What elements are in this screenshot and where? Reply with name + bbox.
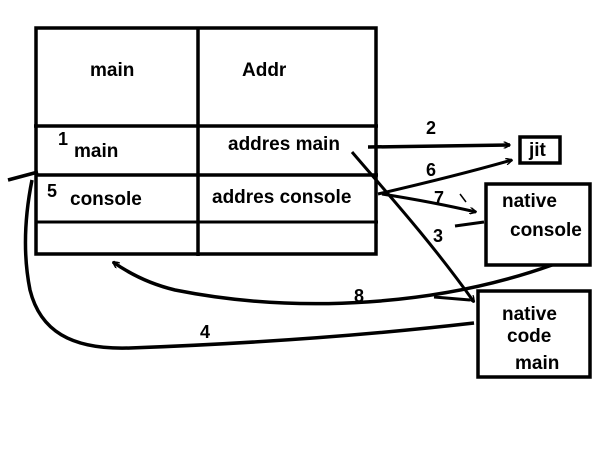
- row-console-label: console: [70, 189, 142, 210]
- row-main-label: main: [74, 141, 118, 162]
- header-addr-label: Addr: [242, 60, 287, 81]
- arrow-8-stub: [433, 295, 471, 302]
- row-addres-main-label: addres main: [228, 134, 340, 155]
- arrow-label-7: 7: [434, 188, 444, 208]
- native-console-line-1: native: [502, 191, 557, 212]
- native-code-main-box-outline: [476, 289, 592, 379]
- jit-label: jit: [528, 140, 547, 161]
- arrow-4-head: [7, 170, 39, 182]
- row-number-1: 1: [58, 129, 68, 149]
- native-code-main-line-1: native: [502, 304, 557, 325]
- arrow-3-stub: [454, 220, 485, 228]
- arrow-label-2: 2: [426, 118, 436, 138]
- native-code-main-line-2: code: [507, 326, 551, 347]
- arrow-label-4: 4: [200, 322, 210, 342]
- native-code-main-box: native code main: [476, 289, 592, 379]
- arrow-7-tick: [459, 193, 467, 203]
- arrow-6-to-jit: [377, 160, 512, 196]
- arrow-label-8: 8: [354, 286, 364, 306]
- arrow-4-loop: [23, 179, 475, 350]
- native-console-line-2: console: [510, 220, 582, 241]
- arrow-label-6: 6: [426, 160, 436, 180]
- native-console-box-outline: [484, 182, 592, 267]
- arrow-8-to-table: [113, 260, 553, 306]
- arrow-2-to-jit: [367, 145, 510, 149]
- arrow-label-3: 3: [433, 226, 443, 246]
- arrow-3-to-native-code-main: [350, 151, 474, 302]
- row-number-5: 5: [47, 181, 57, 201]
- jit-box: jit: [518, 135, 562, 165]
- native-console-box: native console: [484, 182, 592, 267]
- row-addres-console-label: addres console: [212, 187, 351, 208]
- header-main-label: main: [90, 60, 134, 81]
- table-outline: [34, 26, 378, 256]
- arrow-7-to-native-console: [381, 192, 476, 212]
- jit-box-outline: [518, 135, 562, 165]
- native-code-main-line-3: main: [515, 353, 559, 374]
- method-table: main Addr 1 main addres main 5 console a…: [34, 26, 378, 256]
